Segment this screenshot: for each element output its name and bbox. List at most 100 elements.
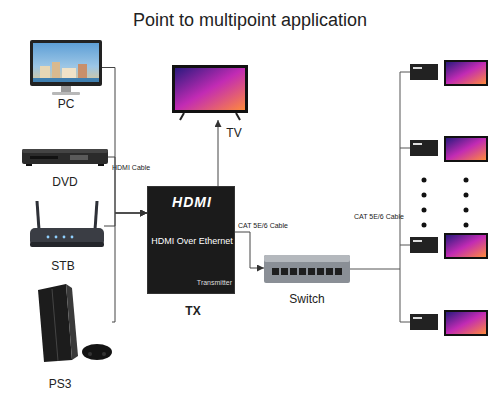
product-name: HDMI Over Ethernet: [150, 237, 234, 247]
cable-connector: [108, 157, 147, 213]
receiver-row: [400, 310, 488, 336]
cable-connector: [235, 232, 264, 268]
dot: [422, 223, 427, 228]
tv-frame: [444, 60, 488, 86]
stb-body: [30, 228, 104, 246]
receiver-box: [410, 140, 438, 156]
console-side: [66, 284, 78, 360]
monitor-screen: [33, 43, 99, 82]
cable: [400, 322, 410, 323]
antenna: [95, 201, 97, 230]
tv-screen: [175, 68, 245, 110]
cable: [350, 269, 400, 270]
dvd-foot: [98, 164, 104, 166]
switch-port: [326, 268, 333, 275]
dvd-device: DVD: [22, 146, 108, 168]
switch-device: Switch: [264, 255, 350, 283]
tv-device: TV: [172, 65, 248, 120]
continuation-dots: [422, 178, 469, 228]
dot: [422, 178, 427, 183]
screen-building: [78, 64, 87, 78]
stb-base: [30, 242, 104, 247]
switch-port: [335, 268, 342, 275]
switch-port: [308, 268, 315, 275]
screen-building: [40, 66, 50, 78]
controller-stick: [102, 352, 106, 356]
switch-port: [299, 268, 306, 275]
cable-connector: [112, 213, 147, 322]
ps3-device: PS3: [28, 282, 112, 362]
console-groove: [52, 289, 58, 361]
monitor-stand: [61, 86, 71, 92]
led: [47, 236, 50, 239]
receiver-logo: [413, 240, 422, 242]
switch-body: [264, 255, 350, 283]
dvd-display: [70, 155, 88, 160]
hdmi-logo: HDMI: [148, 195, 236, 210]
tv-screen: [446, 312, 486, 334]
screen-building: [62, 68, 76, 78]
receiver-logo: [413, 67, 422, 69]
device-label: PS3: [28, 378, 92, 391]
cable: [400, 148, 410, 149]
tv-screen: [446, 138, 486, 160]
cable-label: CAT 5E/6 Cable: [354, 213, 404, 220]
tv-leg: [236, 113, 240, 120]
dot: [464, 208, 469, 213]
dvd-foot: [26, 164, 32, 166]
console-body: [38, 284, 72, 362]
tv-screen: [446, 235, 486, 257]
switch-port: [317, 268, 324, 275]
dot: [464, 223, 469, 228]
device-label: TV: [222, 127, 246, 140]
dot: [464, 193, 469, 198]
controller-stick: [88, 352, 92, 356]
tv-frame: [444, 136, 488, 162]
led: [55, 236, 58, 239]
monitor-frame: [30, 40, 102, 86]
receiver-logo: [413, 143, 422, 145]
cable-connector: [102, 68, 147, 214]
cable: [400, 245, 410, 246]
receiver-box: [410, 237, 438, 253]
device-label: DVD: [22, 176, 108, 189]
switch-port: [290, 268, 297, 275]
device-label: Switch: [264, 293, 350, 306]
dot: [422, 208, 427, 213]
dvd-top: [22, 149, 108, 153]
device-label: STB: [28, 260, 98, 273]
transmitter-box: HDMIHDMI Over EthernetTransmitterTX: [147, 186, 235, 294]
switch-top: [264, 255, 350, 262]
receiver-row: [400, 60, 488, 86]
tv-screen: [446, 62, 486, 84]
cable-connector: [104, 213, 147, 226]
device-label: TX: [176, 305, 210, 318]
diagram-title: Point to multipoint application: [0, 10, 500, 31]
stb-device: STB: [28, 200, 104, 252]
cable-label: HDMI Cable: [112, 164, 150, 171]
receiver-row: [400, 136, 488, 162]
receiver-box: [410, 314, 438, 330]
device-label: PC: [30, 98, 102, 111]
tv-frame: [444, 233, 488, 259]
switch-port: [272, 268, 279, 275]
pc-device: PC: [30, 40, 102, 95]
tv-leg: [180, 113, 184, 120]
cable: [400, 72, 410, 73]
tv-frame: [444, 310, 488, 336]
dvd-body: [22, 149, 108, 164]
receiver-row: [400, 233, 488, 259]
receiver-box: [410, 64, 438, 80]
switch-port: [281, 268, 288, 275]
controller: [82, 344, 112, 360]
dot: [422, 193, 427, 198]
led: [63, 236, 66, 239]
cable: [400, 72, 401, 322]
dot: [464, 178, 469, 183]
cable-label: CAT 5E/6 Cable: [238, 222, 288, 229]
dvd-tray: [30, 156, 58, 159]
led: [71, 236, 74, 239]
